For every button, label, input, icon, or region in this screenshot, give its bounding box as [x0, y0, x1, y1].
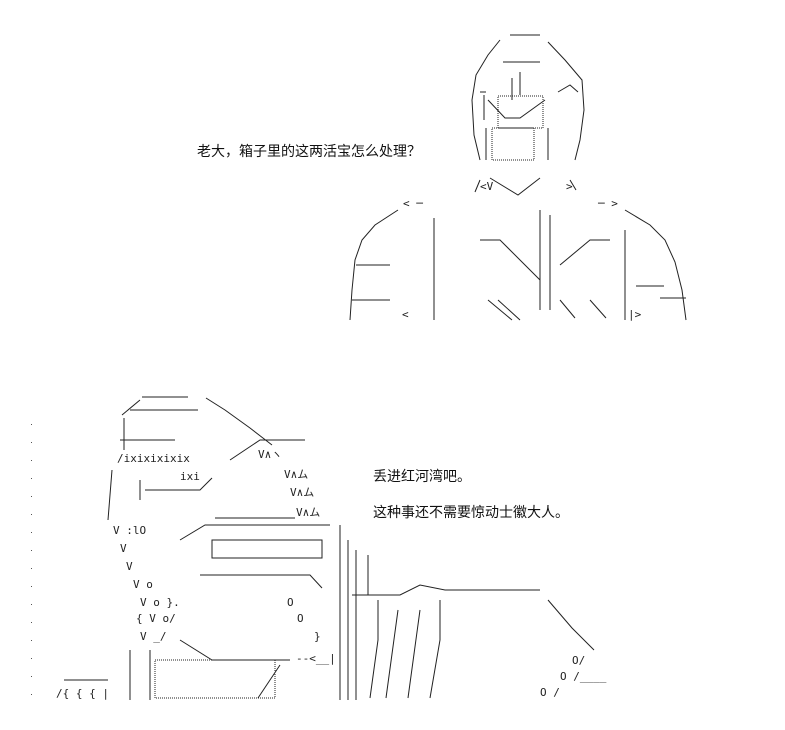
ascii-figure-bottom: /ixixixixix ixi V∧ム V∧ム V∧ム V∧ヽ V :lO V … — [56, 396, 607, 700]
margin-dot — [31, 694, 32, 695]
svg-text:V o: V o — [133, 578, 153, 591]
dialogue-line-reply-2: 这种事还不需要惊动士徽大人。 — [373, 505, 569, 521]
margin-dot — [31, 478, 32, 479]
svg-text:V _/: V _/ — [140, 630, 167, 643]
margin-dot — [31, 568, 32, 569]
svg-text:V∧ヽ: V∧ヽ — [258, 448, 282, 461]
margin-dot — [31, 550, 32, 551]
svg-text:O: O — [287, 596, 294, 609]
svg-text:V∧ム: V∧ム — [284, 468, 308, 481]
svg-text:V :lO: V :lO — [113, 524, 146, 537]
margin-dot — [31, 442, 32, 443]
margin-dot — [31, 676, 32, 677]
svg-text:─ >: ─ > — [597, 197, 618, 210]
svg-text:|>: |> — [628, 308, 642, 321]
svg-text:V∧ム: V∧ム — [296, 506, 320, 519]
svg-text:< ─: < ─ — [403, 197, 423, 210]
svg-text:O /: O / — [540, 686, 560, 699]
svg-text:<: < — [402, 308, 409, 321]
margin-dot — [31, 586, 32, 587]
dialogue-line-question: 老大，箱子里的这两活宝怎么处理？ — [197, 144, 421, 160]
ascii-figure-top: <V > < ─ ─ > < |> — [349, 34, 687, 321]
margin-dot — [31, 658, 32, 659]
svg-text:>: > — [566, 180, 573, 193]
dialogue-line-reply-1: 丢进红河湾吧。 — [373, 469, 471, 485]
svg-text:}: } — [314, 630, 321, 643]
svg-text:<V: <V — [480, 180, 494, 193]
svg-text:V o }.: V o }. — [140, 596, 180, 609]
svg-text:O/: O/ — [572, 654, 585, 667]
margin-dot — [31, 532, 32, 533]
svg-text:V: V — [126, 560, 133, 573]
margin-dot — [31, 604, 32, 605]
svg-text:V: V — [120, 542, 127, 555]
svg-text:--<__|: --<__| — [296, 652, 336, 665]
svg-text:/ixixixixix: /ixixixixix — [117, 452, 190, 465]
margin-dot — [31, 460, 32, 461]
svg-text:ixi: ixi — [180, 470, 200, 483]
margin-dot — [31, 622, 32, 623]
margin-dot — [31, 640, 32, 641]
svg-text:O /____: O /____ — [560, 670, 607, 683]
svg-text:{ V o/: { V o/ — [136, 612, 176, 625]
margin-dot — [31, 514, 32, 515]
svg-text:V∧ム: V∧ム — [290, 486, 314, 499]
svg-text:O: O — [297, 612, 304, 625]
svg-text:/{ { { |: /{ { { | — [56, 687, 109, 700]
margin-dot — [31, 496, 32, 497]
margin-dot — [31, 424, 32, 425]
